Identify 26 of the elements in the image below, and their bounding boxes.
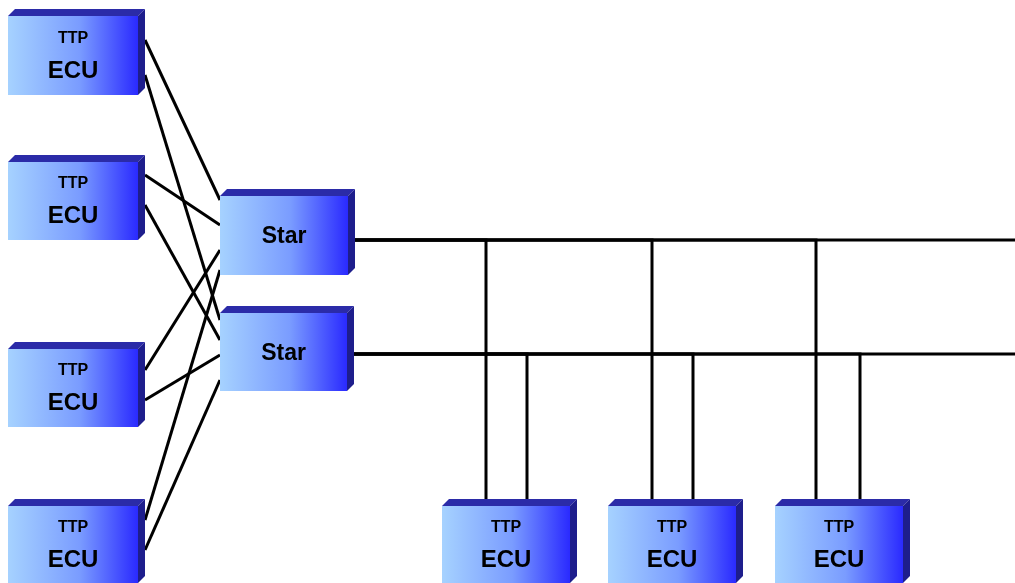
box-label: ECU <box>47 57 99 82</box>
connection-line <box>143 39 222 201</box>
box-label: ECU <box>47 390 99 414</box>
box-label: TTP <box>57 175 89 191</box>
box-label: ECU <box>480 546 532 571</box>
connection-line <box>144 173 221 227</box>
box-label: TTP <box>656 518 688 535</box>
connection-line <box>143 74 222 321</box>
box-label: Star <box>261 224 307 247</box>
box-label: ECU <box>47 546 99 571</box>
box-label: TTP <box>57 362 89 378</box>
connection-line <box>144 353 221 402</box>
connection-line <box>355 238 818 499</box>
box-label: TTP <box>490 518 522 535</box>
box-label: TTP <box>57 29 89 46</box>
box-label: TTP <box>823 518 855 535</box>
box-label: Star <box>261 340 306 364</box>
connection-line <box>143 269 222 521</box>
connection-line <box>143 379 222 551</box>
connection-line <box>354 352 862 499</box>
connection-line <box>143 204 222 341</box>
connection-line <box>143 249 222 371</box>
box-label: ECU <box>646 546 698 571</box>
box-label: ECU <box>47 203 99 227</box>
box-label: ECU <box>813 546 865 571</box>
box-label: TTP <box>57 518 89 535</box>
